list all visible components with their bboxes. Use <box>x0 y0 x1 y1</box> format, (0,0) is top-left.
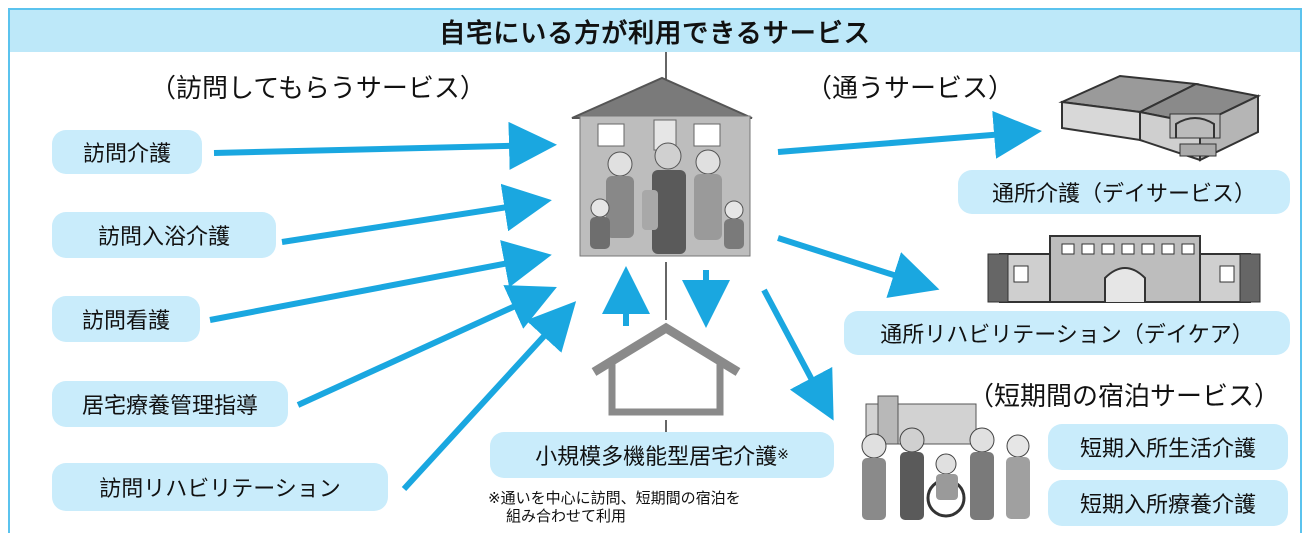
day-service-building-illustration <box>1058 74 1262 162</box>
service-visit-rehab: 訪問リハビリテーション <box>52 463 388 511</box>
service-day-service: 通所介護（デイサービス） <box>958 170 1290 214</box>
visit-services-heading: （訪問してもらうサービス） <box>150 74 486 104</box>
service-visit-care: 訪問介護 <box>52 130 202 174</box>
service-visit-bathing: 訪問入浴介護 <box>52 212 276 258</box>
footnote-line-1: ※通いを中心に訪問、短期間の宿泊を <box>488 489 741 507</box>
commute-services-heading: （通うサービス） <box>806 74 1015 104</box>
service-home-care-guidance: 居宅療養管理指導 <box>52 381 288 427</box>
service-day-care: 通所リハビリテーション（デイケア） <box>844 311 1290 355</box>
arrow-to-day-care <box>777 235 940 298</box>
footnote-line-2: 組み合わせて利用 <box>506 507 627 525</box>
page-title: 自宅にいる方が利用できるサービス <box>439 18 871 49</box>
arrow-visit-bathing <box>281 183 552 245</box>
arrow-visit-nursing <box>209 240 552 323</box>
arrow-to-day-service <box>777 110 1042 159</box>
rehab-facility-building-illustration <box>987 235 1261 303</box>
footnote-mark: ※ <box>777 447 789 463</box>
small-multifunctional-label: 小規模多機能型居宅介護 <box>535 445 778 470</box>
short-stay-heading: （短期間の宿泊サービス） <box>968 382 1281 412</box>
diagram-frame <box>8 8 1302 533</box>
title-band: 自宅にいる方が利用できるサービス <box>10 10 1300 52</box>
care-facility-people-illustration <box>861 395 1030 520</box>
arrow-to-short-stay <box>761 288 834 421</box>
service-short-stay-life-care: 短期入所生活介護 <box>1048 424 1288 470</box>
service-visit-nursing: 訪問看護 <box>52 296 200 342</box>
arrow-visit-rehab <box>401 301 577 492</box>
service-short-stay-medical-care: 短期入所療養介護 <box>1048 480 1288 526</box>
service-small-multifunctional: 小規模多機能型居宅介護※ <box>490 432 834 478</box>
arrow-home-care-guidance <box>296 285 557 408</box>
small-house-icon <box>591 322 741 416</box>
family-house-illustration <box>571 76 753 257</box>
arrow-visit-care <box>213 121 557 170</box>
